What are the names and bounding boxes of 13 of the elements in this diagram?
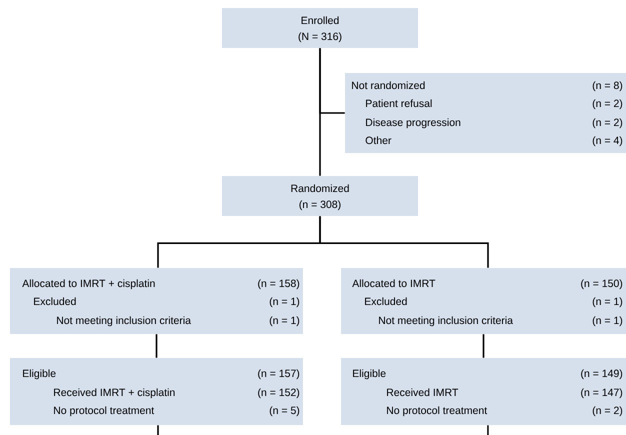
connector-line [319,216,489,268]
flow-box: Allocated to IMRT + cisplatin (n = 158) Excluded (n = 1) Not meeting inclusion criteria (n = 1) [10,268,303,334]
flow-box: Not randomized (n = 8) Patient refusal (n = 2) Disease progression (n = 2) Other (n = 4) [345,73,626,153]
flow-box: Eligible (n = 157) Received IMRT + cisplatin (n = 152) No protocol treatment (n = 5) [10,358,303,425]
connector-line [487,425,489,435]
connector-line [319,48,345,114]
connector-line [156,334,158,358]
flow-box: Enrolled (N = 316) [222,8,418,48]
connector-line [157,425,159,435]
flow-box: Allocated to IMRT (n = 150) Excluded (n = 1) Not meeting inclusion criteria (n = 1) [341,268,626,334]
flow-box: Eligible (n = 149) Received IMRT (n = 147) No protocol treatment (n = 2) [341,358,626,425]
connector-line [482,334,484,358]
flow-box: Randomized (n = 308) [222,176,418,216]
